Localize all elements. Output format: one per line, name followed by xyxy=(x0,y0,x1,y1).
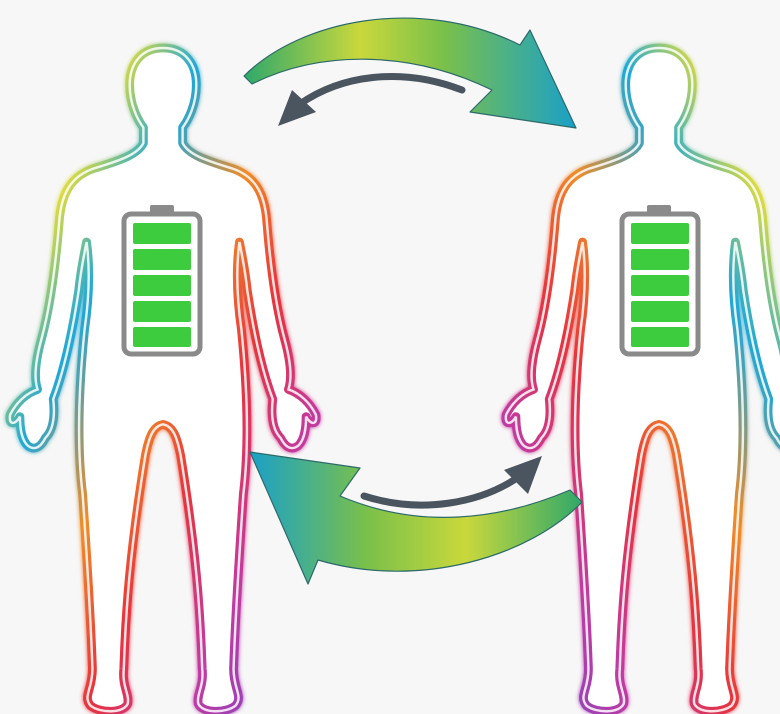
battery-cell xyxy=(133,301,191,322)
battery-cell xyxy=(133,223,191,244)
left-battery-cells xyxy=(133,223,191,347)
left-battery-icon xyxy=(124,205,200,354)
battery-cell xyxy=(133,275,191,296)
right-battery-icon xyxy=(622,205,698,354)
battery-cell xyxy=(631,301,689,322)
battery-cell xyxy=(133,249,191,270)
battery-cell xyxy=(631,223,689,244)
battery-cell xyxy=(631,249,689,270)
battery-cell xyxy=(133,327,191,347)
right-battery-cells xyxy=(631,223,689,347)
battery-cell xyxy=(631,275,689,296)
battery-cell xyxy=(631,327,689,347)
